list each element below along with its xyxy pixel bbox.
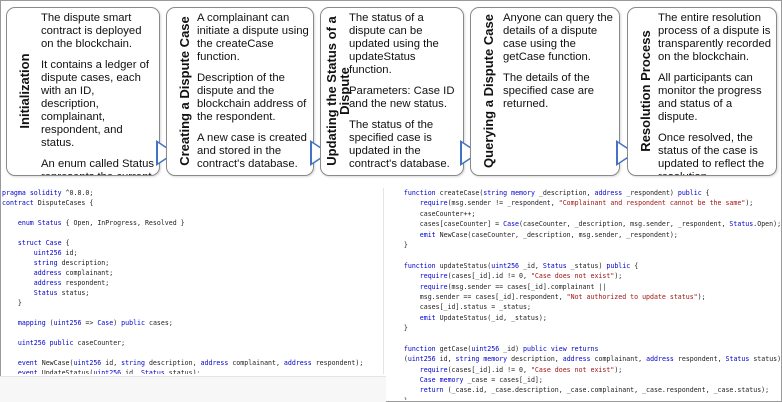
card-paragraph: It contains a ledger of dispute cases, e… xyxy=(41,59,150,149)
card-initialization: Initialization The dispute smart contrac… xyxy=(6,7,160,176)
card-body: Anyone can query the details of a disput… xyxy=(503,12,615,119)
card-paragraph: The status of a dispute can be updated u… xyxy=(349,12,439,76)
card-paragraph: Once resolved, the status of the case is… xyxy=(658,132,765,175)
code-line: function getCase(uint256 _id) public vie… xyxy=(403,344,599,353)
card-paragraph: All participants can monitor the progres… xyxy=(658,72,762,123)
card-body: The entire resolution process of a dispu… xyxy=(658,12,772,175)
code-line xyxy=(2,228,383,238)
code-line: return (_case.id, _case.description, _ca… xyxy=(419,386,770,395)
code-panel-right: function createCase(string memory _descr… xyxy=(388,188,780,400)
card-title: Initialization xyxy=(16,53,32,129)
card-paragraph: A new case is created and stored in the … xyxy=(197,132,307,170)
code-line: cases[caseCounter] = Case(caseCounter, _… xyxy=(388,220,780,229)
card-title: Updating the Status of a Dispute xyxy=(324,16,352,166)
code-line: event UpdateStatus(uint256 id, Status st… xyxy=(17,369,201,374)
card-paragraph: The status of the specified case is upda… xyxy=(349,119,450,170)
code-line: function updateStatus(uint256 _id, Statu… xyxy=(403,261,639,270)
code-line: struct Case { xyxy=(17,239,70,247)
card-title: Resolution Process xyxy=(637,30,653,152)
code-line: emit UpdateStatus(_id, _status); xyxy=(419,313,547,322)
card-paragraph: Description of the dispute and the block… xyxy=(197,72,307,123)
code-line xyxy=(388,250,780,260)
card-paragraph: The dispute smart contract is deployed o… xyxy=(41,12,142,50)
card-paragraph: Anyone can query the details of a disput… xyxy=(503,12,613,63)
code-line: require(msg.sender != _respondent, "Comp… xyxy=(419,199,754,208)
code-line: } xyxy=(388,240,408,249)
code-line: uint256 public caseCounter; xyxy=(17,339,126,347)
code-panel-left: pragma solidity ^0.8.0; contract DisputeC… xyxy=(2,188,384,374)
code-line: msg.sender == cases[_id].respondent, "No… xyxy=(388,292,706,301)
code-line: require(cases[_id].id != 0, "Case does n… xyxy=(419,272,623,281)
code-line: string description; xyxy=(33,259,110,267)
code-line: cases[_id].status = _status; xyxy=(388,303,531,312)
code-line: address respondent; xyxy=(33,279,110,287)
card-querying-case: Querying a Dispute Case Anyone can query… xyxy=(470,7,620,176)
code-line: require(msg.sender == cases[_id].complai… xyxy=(419,282,607,291)
card-body: The status of a dispute can be updated u… xyxy=(349,12,459,175)
card-body: The dispute smart contract is deployed o… xyxy=(41,12,155,175)
card-creating-case: Creating a Dispute Case A complainant ca… xyxy=(166,7,314,176)
code-line: emit NewCase(caseCounter, _description, … xyxy=(419,230,678,239)
code-line: } xyxy=(2,299,22,307)
code-line xyxy=(2,328,383,338)
card-resolution-process: Resolution Process The entire resolution… xyxy=(627,7,777,176)
code-footer-strip xyxy=(0,376,386,402)
code-line: (uint256 id, string memory description, … xyxy=(388,355,780,364)
code-line: event NewCase(uint256 id, string descrip… xyxy=(17,359,364,367)
code-line: Case memory _case = cases[_id]; xyxy=(419,376,543,385)
code-line: uint256 id; xyxy=(33,249,78,257)
card-title: Creating a Dispute Case xyxy=(176,16,192,166)
code-line: Status status; xyxy=(33,289,90,297)
process-flow: Initialization The dispute smart contrac… xyxy=(0,0,782,180)
code-line: address complainant; xyxy=(33,269,114,277)
code-line xyxy=(2,308,383,318)
card-paragraph: A complainant can initiate a dispute usi… xyxy=(197,12,309,63)
code-line: function createCase(string memory _descr… xyxy=(403,189,710,197)
code-line: contract DisputeCases { xyxy=(2,199,94,207)
card-paragraph: Parameters: Case ID and the new status. xyxy=(349,85,455,110)
card-paragraph: An enum called Status represents the cur… xyxy=(41,158,155,175)
code-line xyxy=(388,333,780,343)
code-line: pragma solidity ^0.8.0; xyxy=(2,189,94,197)
code-line xyxy=(2,348,383,358)
code-line: } xyxy=(388,396,780,400)
code-line: mapping (uint256 => Case) public cases; xyxy=(17,319,173,327)
card-paragraph: The details of the specified case are re… xyxy=(503,72,595,110)
card-body: A complainant can initiate a dispute usi… xyxy=(197,12,309,175)
code-line: require(cases[_id].id != 0, "Case does n… xyxy=(419,365,623,374)
card-updating-status: Updating the Status of a Dispute The sta… xyxy=(320,7,464,176)
code-line xyxy=(2,208,383,218)
code-line: } xyxy=(388,324,408,333)
card-title: Querying a Dispute Case xyxy=(480,14,496,168)
code-line: caseCounter++; xyxy=(388,209,476,218)
code-line: enum Status { Open, InProgress, Resolved… xyxy=(17,219,185,227)
card-paragraph: The entire resolution process of a dispu… xyxy=(658,12,772,63)
